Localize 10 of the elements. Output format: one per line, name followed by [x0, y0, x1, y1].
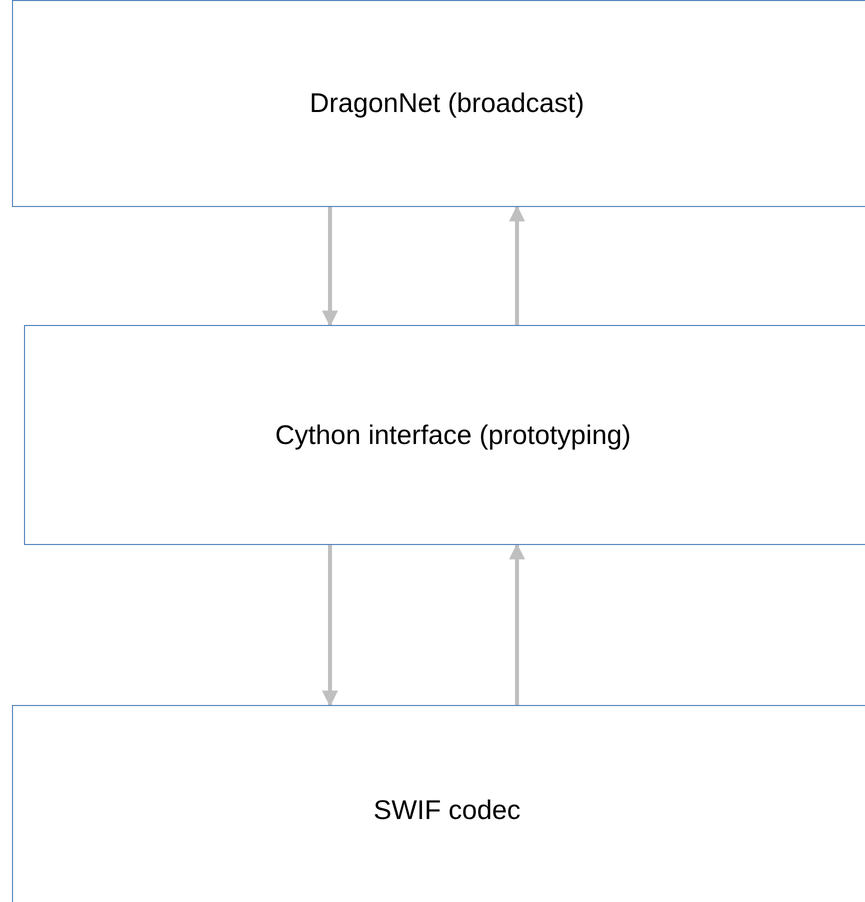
arrow	[509, 543, 525, 705]
box-label: SWIF codec	[373, 794, 521, 826]
process-box	[12, 705, 865, 902]
arrow	[509, 205, 525, 325]
process-box	[12, 0, 865, 207]
box-label: DragonNet (broadcast)	[310, 88, 584, 119]
arrow	[322, 207, 338, 327]
box-label: Cython interface (prototyping)	[275, 420, 631, 450]
arrow	[322, 545, 338, 707]
process-box	[24, 325, 865, 545]
